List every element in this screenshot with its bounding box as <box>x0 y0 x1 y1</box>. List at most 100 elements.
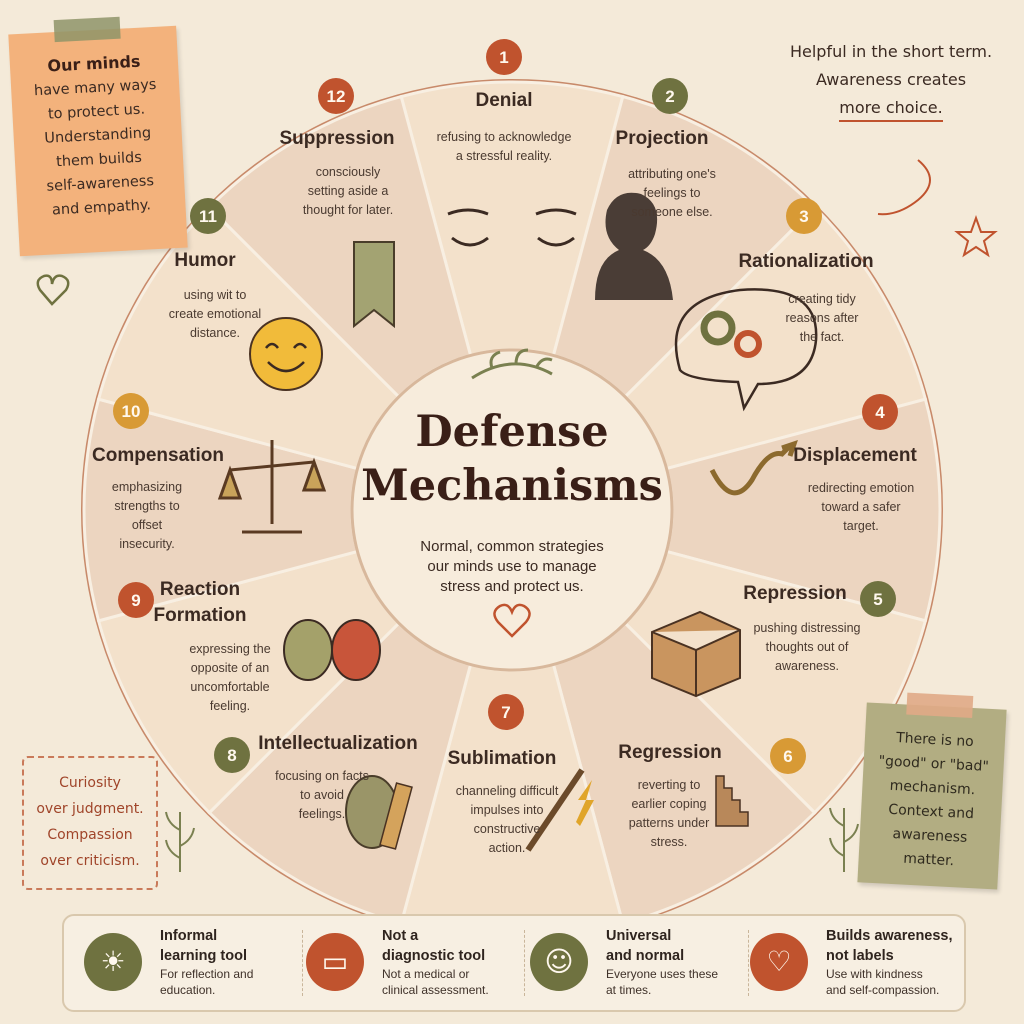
stairs-icon <box>715 775 749 827</box>
bookmark-icon <box>353 241 395 329</box>
note-line: Helpful in the short term. <box>789 42 993 61</box>
footer-title-line: Not a <box>382 928 419 944</box>
silhouette-icon <box>595 192 673 300</box>
scale-icon <box>217 440 327 534</box>
note-bottom-left: Curiosity over judgment. Compassion over… <box>22 756 158 890</box>
number-badge <box>862 394 898 430</box>
number-badge-label: 5 <box>873 590 882 609</box>
comedy-mask-icon <box>283 619 333 681</box>
description-line: someone else. <box>631 205 713 219</box>
footer-desc-line: education. <box>160 983 216 997</box>
description-line: uncomfortable <box>190 680 270 694</box>
sprig-icon <box>471 348 553 380</box>
mechanism-name: Denial <box>475 90 533 111</box>
leaf-sprig-icon <box>165 811 195 872</box>
mechanism-name: Suppression <box>279 128 395 149</box>
note-top-left: Our minds have many ways to protect us. … <box>8 16 188 257</box>
mechanism-name: Sublimation <box>447 748 557 769</box>
number-badge-label: 7 <box>501 703 510 722</box>
description-line: setting aside a <box>307 184 389 198</box>
description-line: strengths to <box>114 499 180 513</box>
note-top-right: Helpful in the short term. Awareness cre… <box>778 38 1004 122</box>
footer-title-line: diagnostic tool <box>382 948 486 964</box>
description-line: distance. <box>189 326 241 340</box>
book-icon: ▭ <box>306 933 364 991</box>
mechanism-name: Reaction Formation <box>153 579 247 626</box>
mechanism-name: Projection <box>615 128 709 149</box>
footer-desc-line: Not a medical or <box>382 967 470 981</box>
description-line: using wit to <box>183 288 247 302</box>
center-subtitle-line: stress and protect us. <box>440 578 584 595</box>
description-line: emphasizing <box>111 480 183 494</box>
number-badge <box>652 78 688 114</box>
mechanism-name: Regression <box>618 742 722 763</box>
footer-title-line: and normal <box>606 948 685 964</box>
redirect-arrow-icon <box>709 440 798 496</box>
number-badge-label: 4 <box>875 403 885 422</box>
number-badge <box>786 198 822 234</box>
description-line: feelings. <box>298 807 346 821</box>
number-badge <box>118 582 154 618</box>
mechanism-name: Repression <box>743 583 847 604</box>
mechanism-description: reverting to earlier coping patterns under… <box>594 776 744 852</box>
note-line: over judgment. <box>36 801 144 817</box>
description-line: insecurity. <box>119 537 175 551</box>
number-badge <box>488 694 524 730</box>
ruler-icon <box>379 782 413 850</box>
footer-title-line: Builds awareness, <box>826 928 953 944</box>
description-line: earlier coping <box>631 797 707 811</box>
number-badge-label: 12 <box>327 87 346 106</box>
footer-desc-line: at times. <box>606 983 652 997</box>
box-icon <box>651 610 741 698</box>
number-badge-label: 11 <box>199 207 217 226</box>
tape <box>906 692 974 718</box>
gear-icon <box>700 310 736 346</box>
leaf-sprig-icon <box>829 807 859 872</box>
footer-title-line: learning tool <box>160 948 247 964</box>
description-line: refusing to acknowledge <box>436 130 572 144</box>
footer-title-line: not labels <box>826 948 894 964</box>
note-bottom-right: There is no "good" or "bad" mechanism. C… <box>857 692 1007 890</box>
note-line: over criticism. <box>40 853 140 869</box>
paintbrush-icon <box>525 768 585 852</box>
number-badge <box>860 581 896 617</box>
description-line: thoughts out of <box>765 640 849 654</box>
tape <box>53 16 121 43</box>
footer-title-line: Informal <box>160 928 218 944</box>
swirl-arrow-icon <box>877 159 931 216</box>
smiley-icon <box>249 317 323 391</box>
description-line: patterns under <box>628 816 710 830</box>
closed-eyes-icon <box>447 208 577 247</box>
divider <box>302 930 303 996</box>
center-title-line2: Mechanisms <box>361 461 663 511</box>
number-badge-label: 6 <box>783 747 792 766</box>
footer-desc-line: Use with kindness <box>826 967 923 981</box>
number-badge <box>486 39 522 75</box>
center-title-line1: Defense <box>415 407 609 457</box>
mechanism-description: pushing distressing thoughts out of awaren… <box>732 619 882 676</box>
description-line: reverting to <box>637 778 701 792</box>
description-line: a stressful reality. <box>455 149 553 163</box>
description-line: the fact. <box>799 330 845 344</box>
description-line: impulses into <box>470 803 544 817</box>
tragedy-mask-icon <box>331 619 381 681</box>
smile-icon <box>265 342 307 373</box>
description-line: to avoid <box>300 788 344 802</box>
center-subtitle: Normal, common strategies our minds use … <box>372 537 652 597</box>
description-line: awareness. <box>775 659 839 673</box>
description-line: pushing distressing <box>753 621 861 635</box>
